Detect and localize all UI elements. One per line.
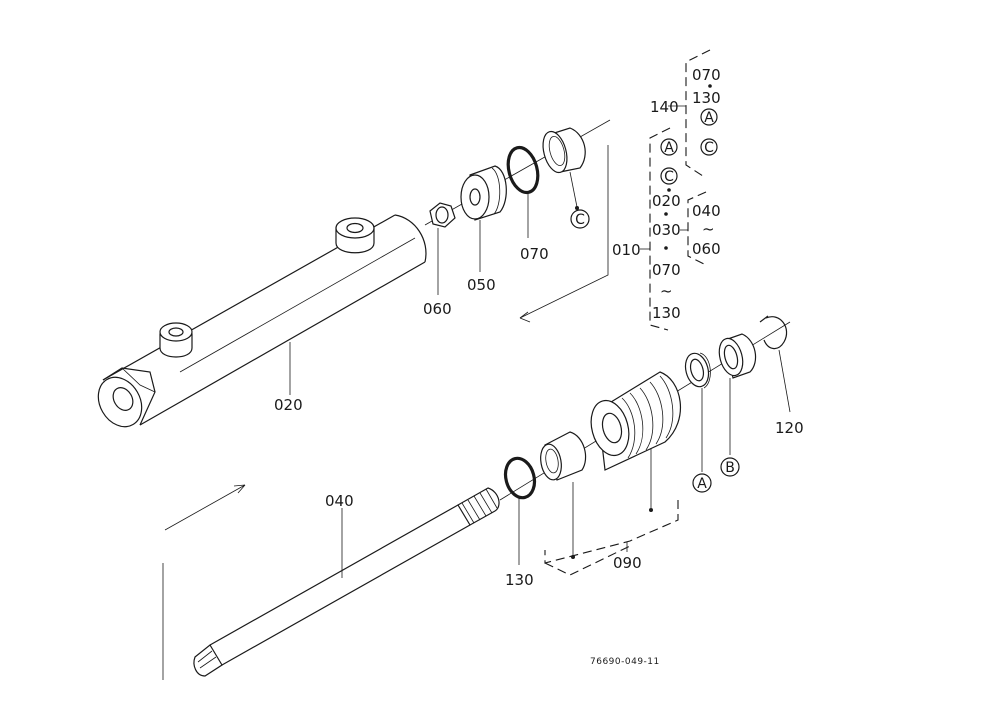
legend-010-marker-a: A	[664, 140, 674, 156]
legend-010-bracket	[640, 127, 671, 331]
label-040: 040	[325, 492, 354, 510]
legend-030-bracket	[680, 191, 707, 266]
label-060: 060	[423, 300, 452, 318]
label-010: 010	[612, 241, 641, 259]
label-090: 090	[613, 554, 642, 572]
wiper-ring-upper[interactable]	[539, 127, 586, 208]
legend-030-tilde: ~	[702, 220, 715, 238]
legend-140-item-1: 070	[692, 66, 721, 84]
legend-140-item-2: 130	[692, 89, 721, 107]
label-050: 050	[467, 276, 496, 294]
legend-010-item-130: 130	[652, 304, 681, 322]
piston[interactable]	[460, 165, 507, 272]
bushing[interactable]	[538, 431, 587, 559]
a-marker-circle	[692, 473, 712, 493]
seal-a-lower[interactable]	[682, 351, 712, 472]
drawing-code: 76690-049-11	[590, 657, 660, 667]
legend-140-marker-a: A	[704, 110, 714, 126]
c-marker-text: C	[575, 212, 585, 228]
legend-010-tilde: ~	[660, 282, 673, 300]
legend-010-item-030: 030	[652, 221, 681, 239]
label-140: 140	[650, 98, 679, 116]
nut[interactable]	[429, 202, 456, 295]
b-marker-text: B	[725, 460, 735, 476]
o-ring-lower[interactable]	[501, 455, 538, 565]
o-ring-upper[interactable]	[504, 144, 543, 238]
c-marker-circle	[570, 209, 590, 229]
legend-140-marker-c: C	[704, 140, 714, 156]
label-070: 070	[520, 245, 549, 263]
seal-b-lower[interactable]	[715, 333, 757, 455]
legend-030-item-040: 040	[692, 202, 721, 220]
piston-rod[interactable]	[193, 487, 500, 677]
a-marker-text: A	[697, 476, 707, 492]
legend-010-item-020: 020	[652, 192, 681, 210]
label-130: 130	[505, 571, 534, 589]
legend-010-marker-c: C	[664, 169, 674, 185]
legend-030-item-060: 060	[692, 240, 721, 258]
legend-140-bracket	[668, 49, 711, 179]
rod-guide[interactable]	[585, 371, 681, 512]
b-marker-circle	[720, 457, 740, 477]
label-120: 120	[775, 419, 804, 437]
cylinder-barrel[interactable]	[90, 214, 427, 435]
legend-010-item-070: 070	[652, 261, 681, 279]
snap-ring[interactable]	[759, 315, 791, 413]
label-020: 020	[274, 396, 303, 414]
